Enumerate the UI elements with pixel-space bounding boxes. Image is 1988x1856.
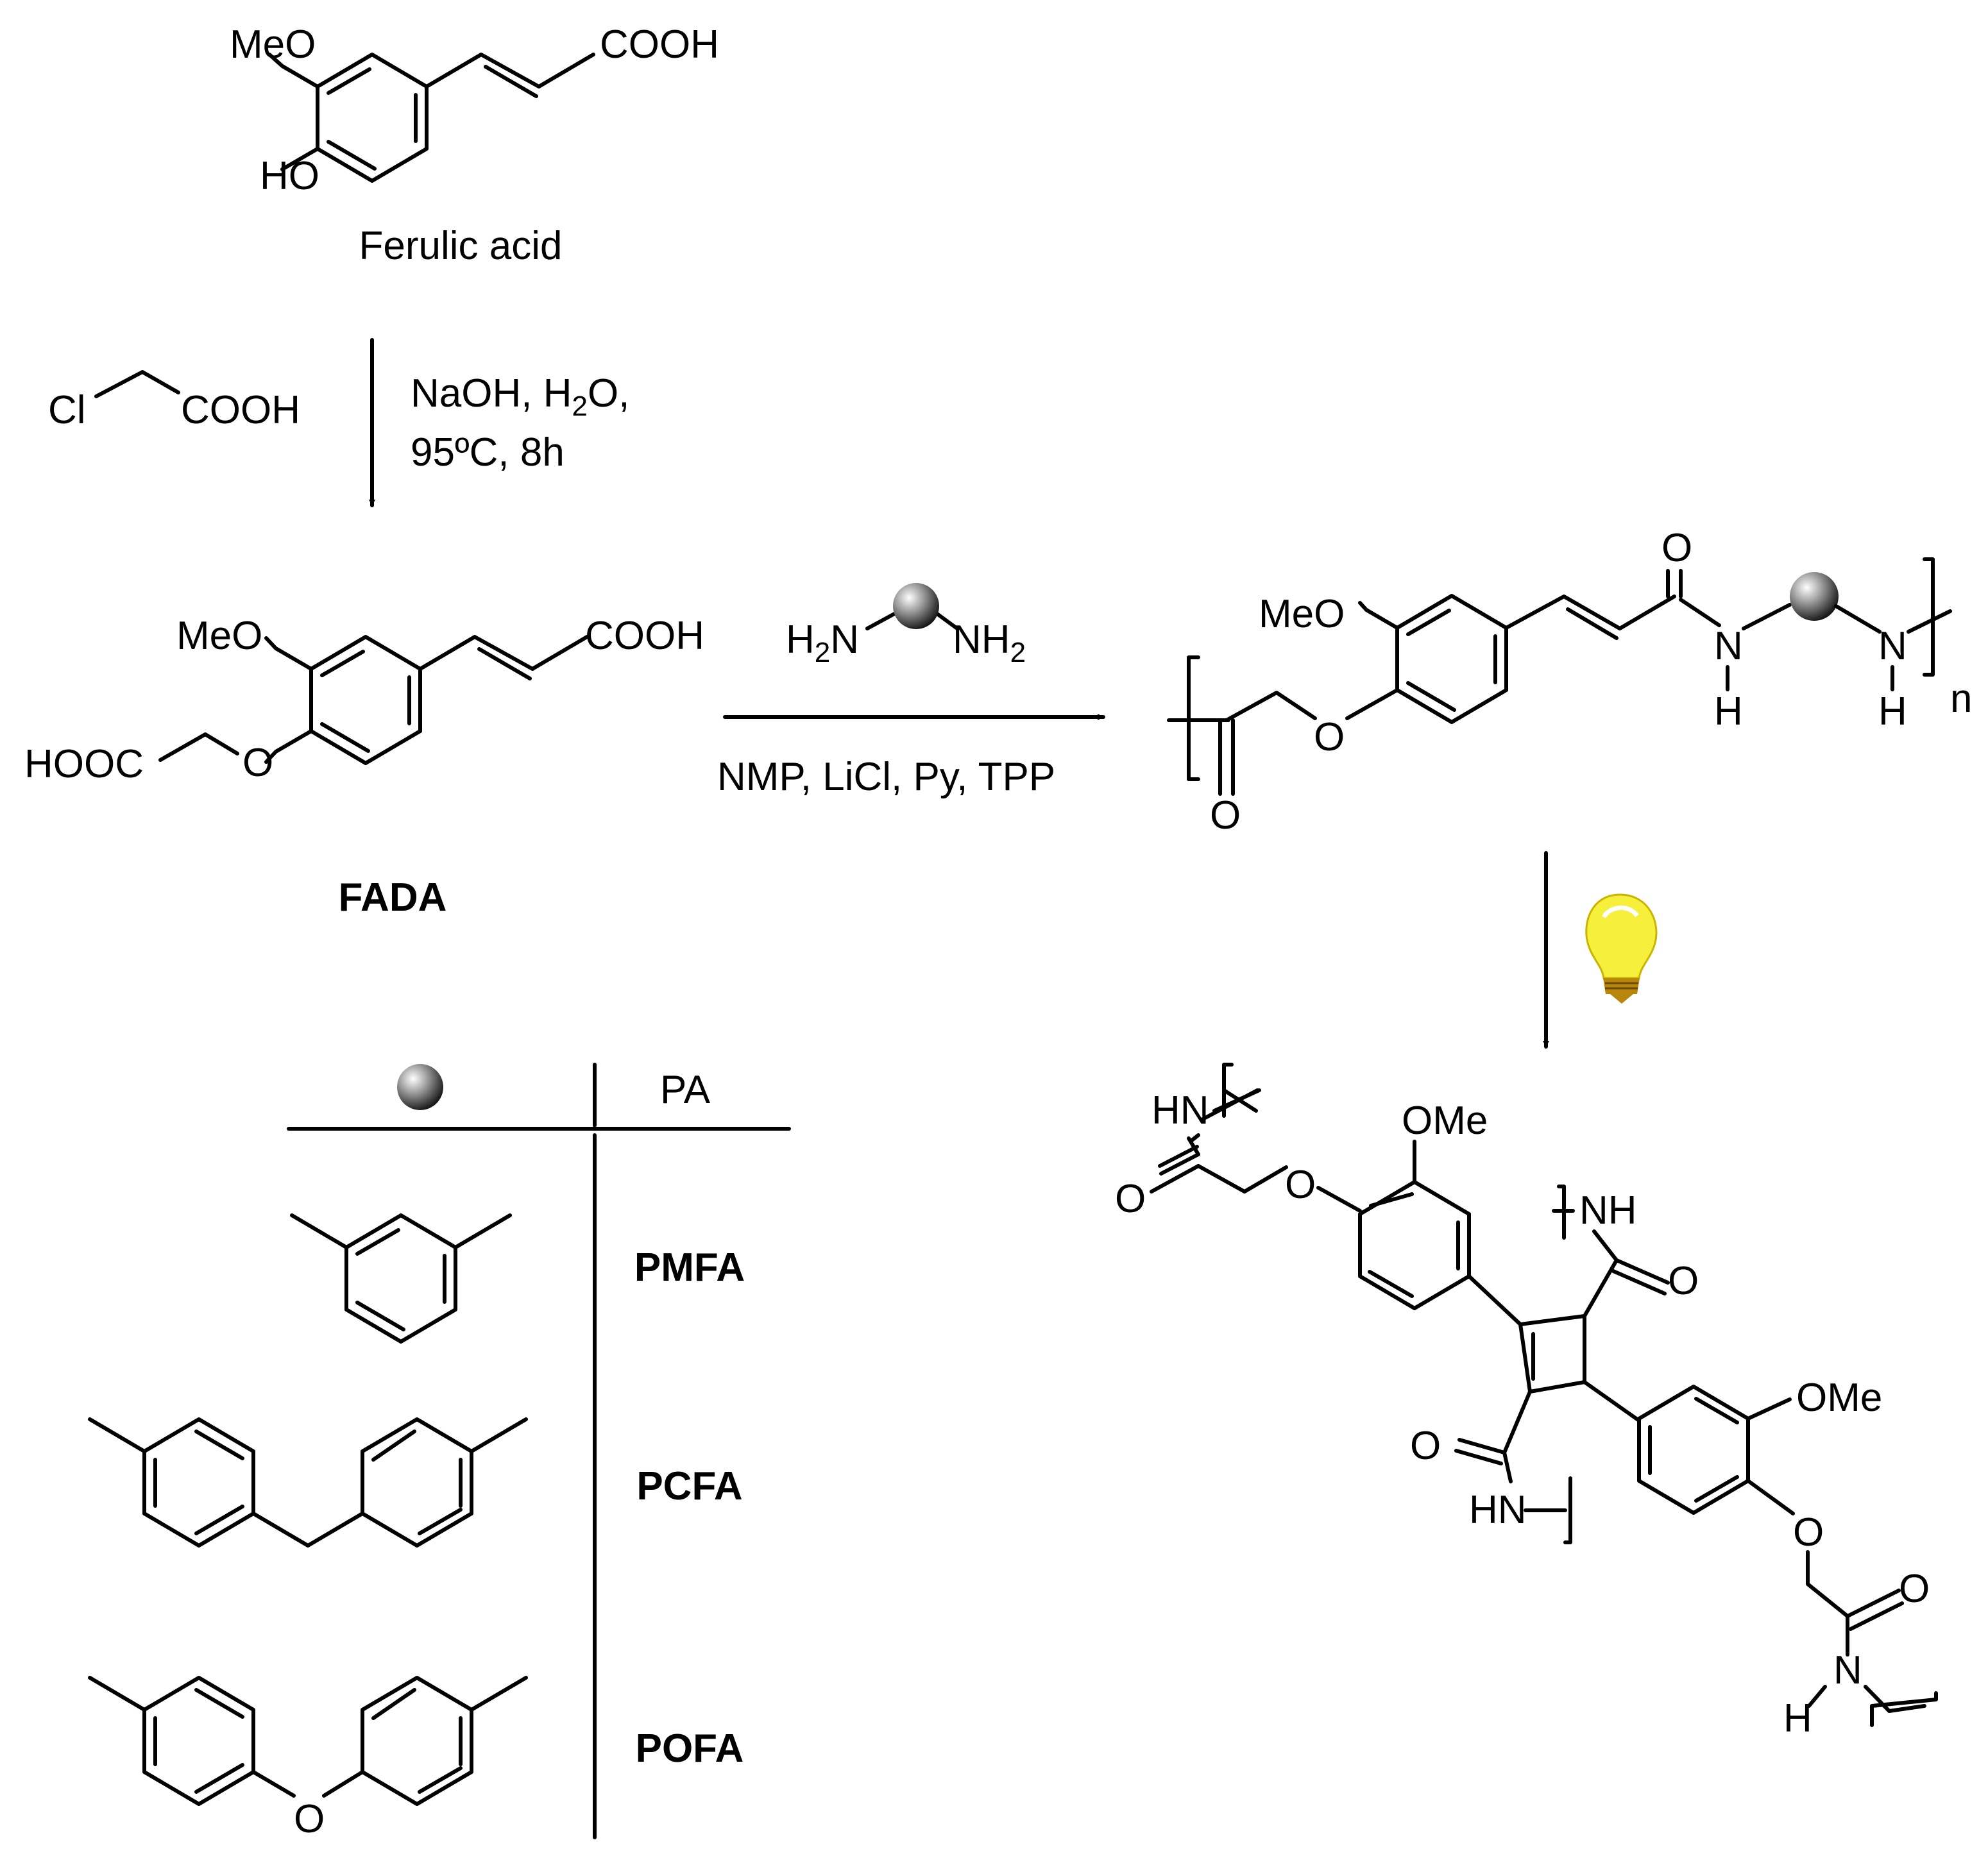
fada-ether-o: O — [242, 741, 273, 785]
chloro-carboxyl-label: COOH — [181, 388, 300, 432]
polyamide-spacer-sphere-icon — [1790, 572, 1839, 621]
carboxyl-label: COOH — [600, 22, 719, 67]
table-header-pa: PA — [660, 1068, 711, 1112]
amine-right: NH2 — [953, 618, 1026, 668]
methoxy-label: MeO — [230, 22, 316, 67]
chloro-label: Cl — [48, 388, 86, 432]
diamine-reagent: H2N NH2 — [786, 583, 1026, 668]
ferulic-acid-title: Ferulic acid — [359, 224, 563, 268]
polyamide-carbonyl-o: O — [1210, 793, 1241, 838]
polyamide-amide-o: O — [1661, 526, 1692, 570]
polyamide-ether-o: O — [1314, 715, 1345, 759]
fada-methoxy-label: MeO — [176, 614, 262, 658]
step1-reagent: NaOH, H2O, — [411, 371, 629, 422]
light-bulb-icon — [1585, 893, 1658, 1004]
repeat-index: n — [1950, 677, 1972, 721]
step1-conditions: 95ºC, 8h — [411, 430, 565, 475]
polyamide-methoxy-label: MeO — [1259, 592, 1345, 636]
step2-conditions: NMP, LiCl, Py, TPP — [717, 755, 1055, 799]
product-amide-hn4: HN — [1469, 1488, 1527, 1532]
polyamide-amide-h1: H — [1714, 689, 1743, 734]
diamine-spacer-sphere-icon — [893, 583, 939, 629]
product-amide-hn1: HN — [1151, 1088, 1209, 1133]
product-amide-n3: N — [1833, 1648, 1862, 1692]
product-carbonyl-o1: O — [1115, 1177, 1146, 1221]
fada-hooc-label: HOOC — [24, 742, 144, 786]
cyclobutane-product-structure: HN O O OMe O NH OMe — [1115, 1063, 1938, 1741]
product-carbonyl-o4: O — [1410, 1424, 1441, 1468]
table-header-sphere-icon — [397, 1064, 443, 1110]
product-methoxy2: OMe — [1796, 1376, 1882, 1420]
product-ether-o2: O — [1793, 1510, 1824, 1555]
hydroxy-label: HO — [260, 154, 319, 198]
polyamide-amide-h2: H — [1878, 689, 1907, 734]
product-amide-h3: H — [1783, 1696, 1812, 1741]
oxydiphenyl-structure: O — [88, 1676, 528, 1841]
polyamide-amide-n1: N — [1714, 624, 1743, 668]
product-carbonyl-o2: O — [1668, 1259, 1699, 1303]
fada-structure: MeO COOH O HOOC — [24, 614, 704, 786]
pofa-label: POFA — [636, 1726, 744, 1771]
polyamide-structure: O O MeO O N H N H n — [1167, 526, 1972, 838]
product-carbonyl-o3: O — [1899, 1567, 1930, 1611]
pmfa-label: PMFA — [634, 1245, 745, 1290]
pa-table: PA PMFA PCFA — [88, 1063, 791, 1841]
meta-phenylene-structure — [290, 1213, 512, 1344]
fada-title: FADA — [339, 875, 447, 920]
fada-carboxyl-label: COOH — [585, 614, 704, 658]
product-methoxy1: OMe — [1402, 1099, 1488, 1143]
product-amide-nh2: NH — [1579, 1188, 1637, 1233]
oxydiphenyl-o: O — [294, 1797, 325, 1841]
ferulic-acid-structure: MeO COOH HO — [230, 22, 719, 198]
chloroacetic-acid-structure: Cl COOH — [48, 370, 300, 432]
pcfa-label: PCFA — [636, 1464, 742, 1508]
methylenediphenyl-structure — [88, 1417, 528, 1548]
product-ether-o1: O — [1285, 1163, 1316, 1207]
polyamide-amide-n2: N — [1878, 624, 1907, 668]
amine-left: H2N — [786, 618, 859, 668]
